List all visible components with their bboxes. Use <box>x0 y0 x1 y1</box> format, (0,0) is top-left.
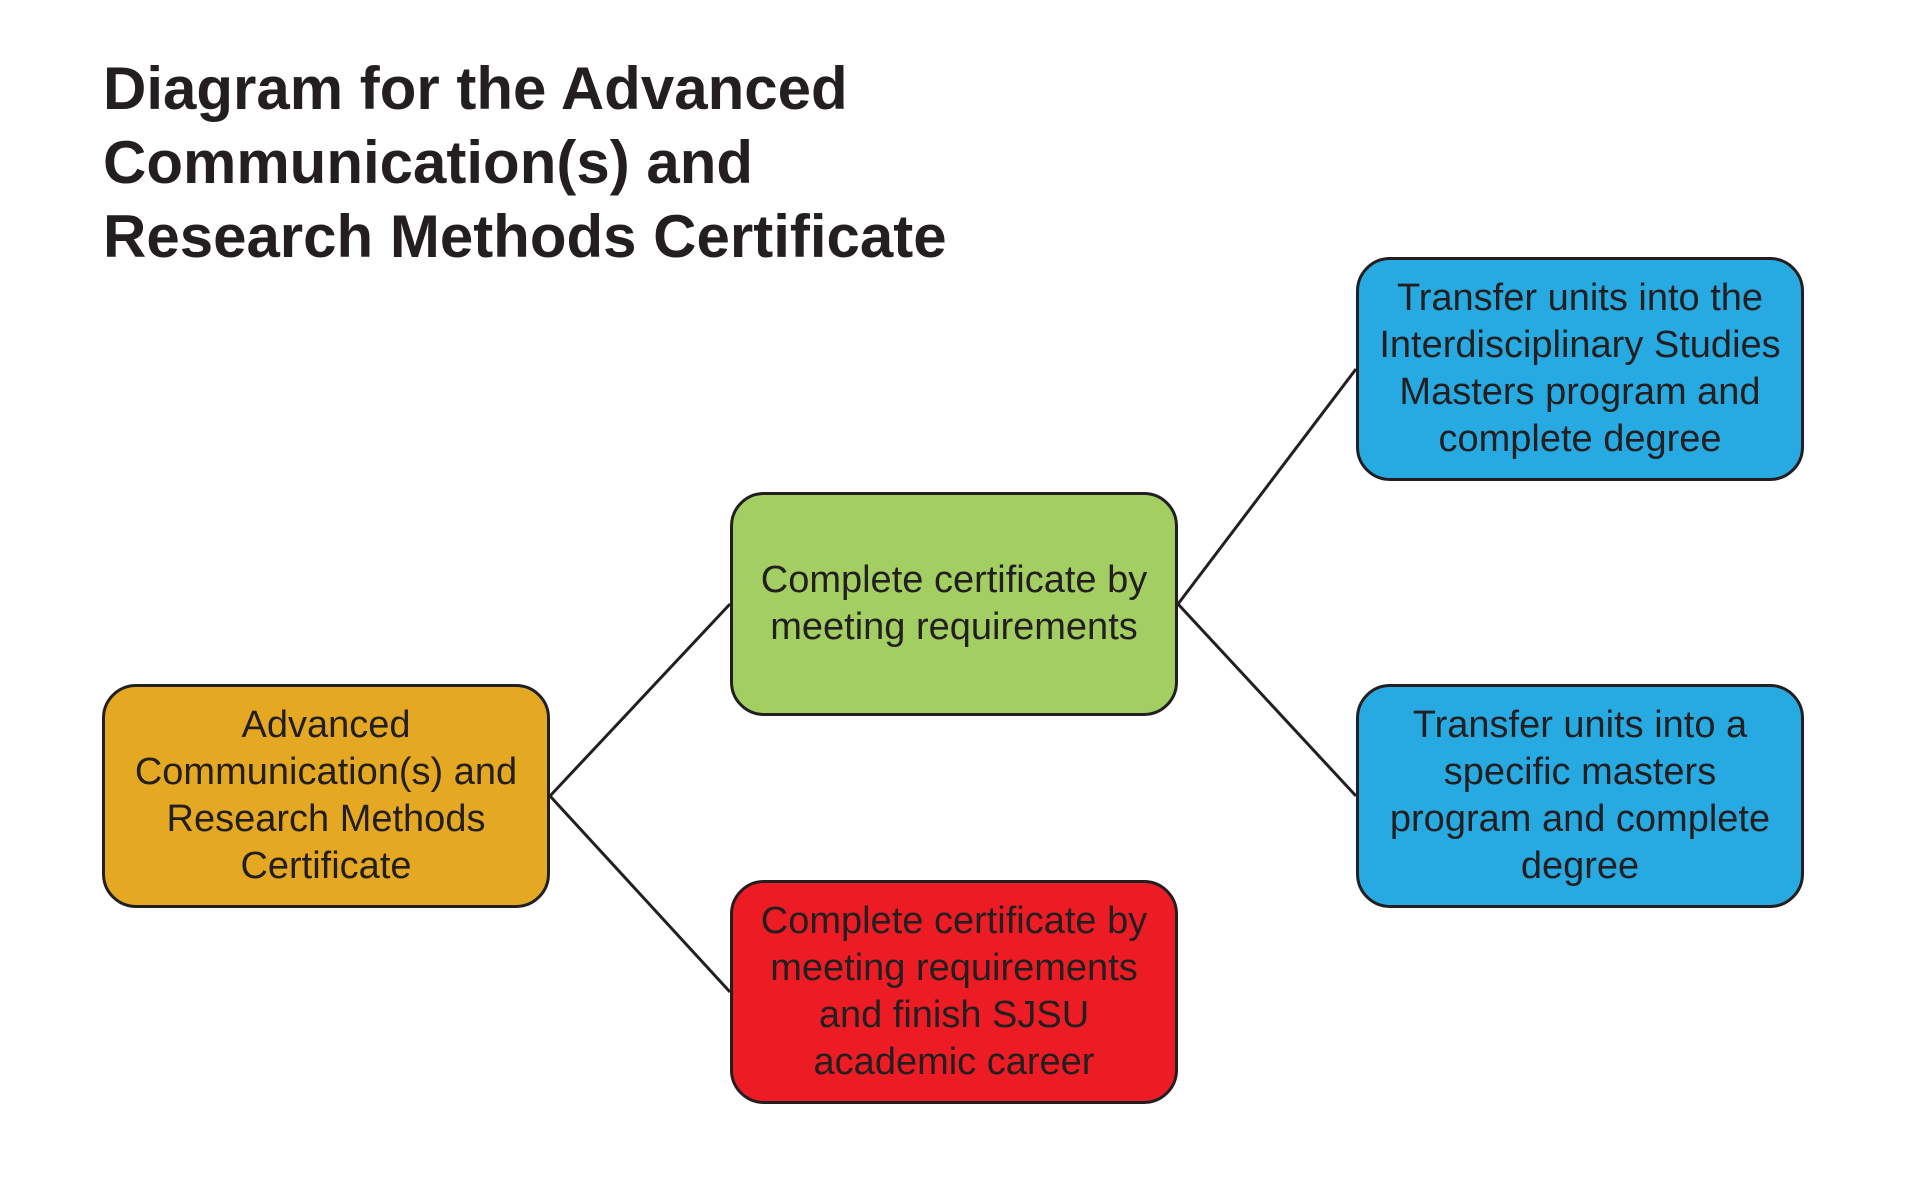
connector-complete-to-interdisciplinary <box>1176 368 1358 605</box>
node-text-line: Interdisciplinary Studies <box>1379 324 1781 366</box>
connector-complete-to-specific <box>1176 602 1358 798</box>
node-text-line: Advanced <box>241 704 411 746</box>
node-complete-certificate-label: Complete certificate by meeting requirem… <box>761 557 1148 651</box>
node-text-line: Complete certificate by <box>760 900 1148 942</box>
node-certificate: Advanced Communication(s) and Research M… <box>102 684 550 908</box>
diagram-title-line: Communication(s) and <box>103 129 754 196</box>
node-text-line: Transfer units into a <box>1412 704 1748 746</box>
node-text-line: Certificate <box>240 845 412 887</box>
node-text-line: academic career <box>813 1041 1095 1083</box>
connector-root-to-complete <box>548 602 732 798</box>
node-interdisciplinary-masters-label: Transfer units into the Interdisciplinar… <box>1379 275 1780 463</box>
diagram-title-line: Research Methods Certificate <box>103 203 947 270</box>
node-text-line: degree <box>1520 845 1640 887</box>
node-text-line: program and complete <box>1389 798 1771 840</box>
node-text-line: Communication(s) and <box>134 751 518 793</box>
node-text-line: complete degree <box>1438 418 1722 460</box>
node-finish-academic-career: Complete certificate by meeting requirem… <box>730 880 1178 1104</box>
node-text-line: meeting requirements <box>770 947 1138 989</box>
node-specific-masters-label: Transfer units into a specific masters p… <box>1390 702 1770 890</box>
node-complete-certificate: Complete certificate by meeting requirem… <box>730 492 1178 716</box>
diagram-title-line: Diagram for the Advanced <box>103 55 848 122</box>
node-text-line: and finish SJSU <box>818 994 1090 1036</box>
connector-root-to-finish <box>548 794 732 994</box>
node-text-line: Transfer units into the <box>1396 277 1764 319</box>
node-interdisciplinary-masters: Transfer units into the Interdisciplinar… <box>1356 257 1804 481</box>
node-text-line: Research Methods <box>166 798 486 840</box>
node-text-line: Complete certificate by <box>760 559 1148 601</box>
node-specific-masters: Transfer units into a specific masters p… <box>1356 684 1804 908</box>
node-finish-academic-career-label: Complete certificate by meeting requirem… <box>761 898 1148 1086</box>
diagram-title: Diagram for the Advanced Communication(s… <box>103 52 1103 274</box>
node-certificate-label: Advanced Communication(s) and Research M… <box>135 702 517 890</box>
node-text-line: meeting requirements <box>770 606 1138 648</box>
node-text-line: specific masters <box>1443 751 1717 793</box>
node-text-line: Masters program and <box>1399 371 1761 413</box>
